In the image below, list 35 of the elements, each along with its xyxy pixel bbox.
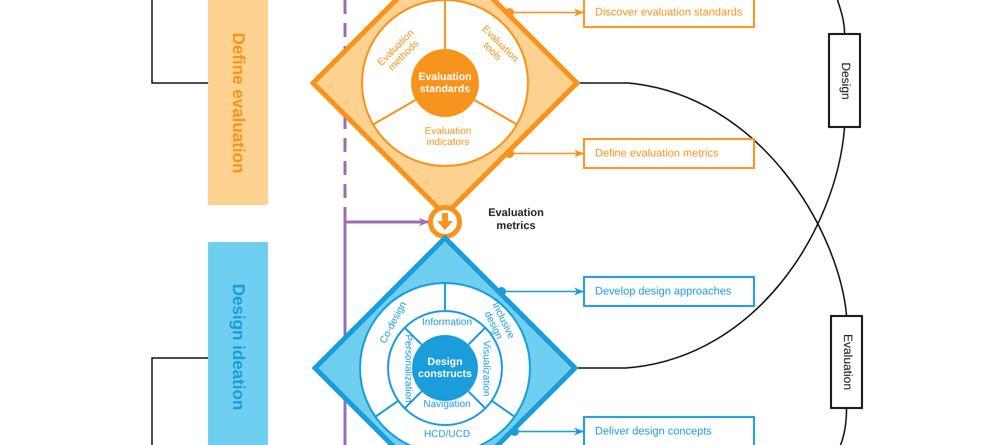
sector-label: Personalization [402, 326, 414, 410]
beside-label: Evaluation metrics [487, 207, 545, 232]
connector-line [836, 0, 846, 34]
phase-box-label: Evaluation [840, 334, 854, 390]
arrow-circle-icon [428, 205, 462, 239]
step-label: Deliver design concepts [595, 425, 712, 438]
step-label: Define evaluation metrics [595, 147, 719, 160]
step-box [583, 416, 755, 445]
step-box [583, 276, 755, 307]
arrow [497, 287, 584, 296]
step-label: Discover evaluation standards [595, 6, 742, 19]
connector-line [151, 357, 208, 445]
phase-band [208, 242, 268, 445]
phase-box-label: Design [838, 62, 852, 100]
phase-box [830, 315, 863, 409]
phase-band [208, 0, 268, 205]
core-label: Evaluation standards [418, 70, 473, 96]
phase-box [828, 33, 861, 128]
connector-line [840, 409, 848, 445]
arrow [505, 149, 584, 158]
sector-label: Information [417, 316, 477, 330]
connector-line [151, 0, 208, 84]
core-label: Design constructs [417, 356, 473, 380]
diamond-shape [312, 235, 578, 445]
sector-label: Navigation [417, 398, 477, 412]
step-box [583, 0, 755, 28]
step-box [583, 138, 755, 169]
arrow [505, 8, 584, 17]
phase-label: Define evaluation [228, 32, 248, 173]
phase-label: Design ideation [228, 284, 248, 410]
sector-label: Visualization [480, 333, 492, 403]
step-label: Develop design approaches [595, 285, 732, 298]
arrow [510, 427, 584, 436]
sector-label: HCD/UCD [417, 428, 477, 442]
sector-label: Evaluation indicators [408, 123, 488, 151]
